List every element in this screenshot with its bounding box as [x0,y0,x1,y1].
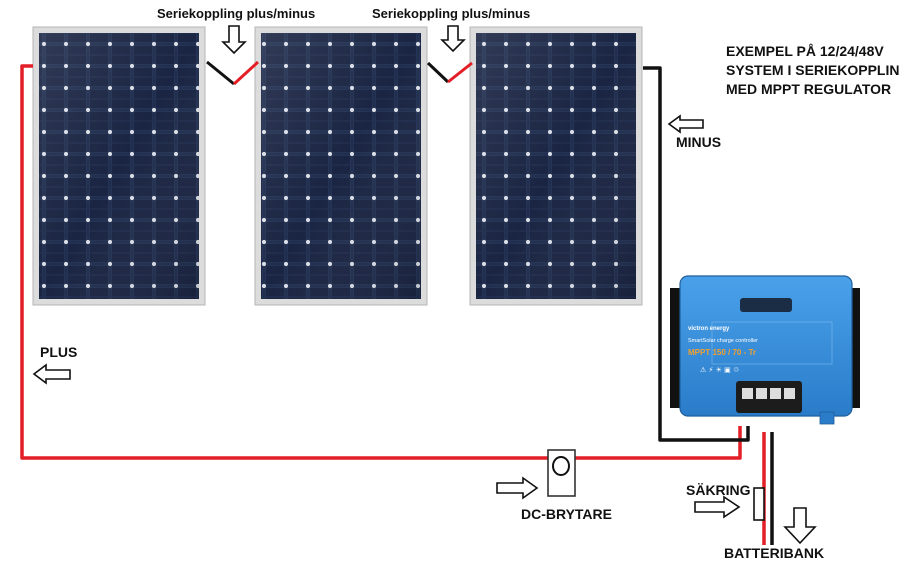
plus-wire [20,64,742,460]
solar-panel-1 [32,26,206,306]
series-connector-left [206,60,260,86]
title-line-1: EXEMPEL PÅ 12/24/48V [726,43,884,59]
fuse [753,487,765,521]
controller-subtitle-text: SmartSolar charge controller [688,338,758,344]
solar-panel-3 [469,26,643,306]
minus-label: MINUS [676,134,722,150]
diagram-title: EXEMPEL PÅ 12/24/48V SYSTEM I SERIEKOPPL… [726,42,900,99]
dc-switch [547,449,576,497]
series-label-right: Seriekoppling plus/minus [372,6,531,21]
fuse-label: SÄKRING [686,482,751,498]
minus-wire [643,66,750,442]
right-arrow-icon [694,495,741,519]
mppt-controller: victron energy SmartSolar charge control… [670,275,860,425]
down-arrow-icon [783,507,817,545]
controller-icons-text: ⚠ ⚡ ☀ ▣ ♲ [700,366,739,374]
battery-wires [762,432,774,545]
solar-panel-2 [254,26,428,306]
plus-label: PLUS [40,344,78,360]
right-arrow-icon [496,476,539,500]
controller-brand-text: victron energy [688,326,730,332]
title-line-3: MED MPPT REGULATOR [726,81,892,97]
series-label-left: Seriekoppling plus/minus [157,6,316,21]
series-connector-right [426,61,473,84]
down-arrow-icon [440,25,466,53]
left-arrow-icon [32,363,71,385]
title-line-2: SYSTEM I SERIEKOPPLING [726,62,900,78]
battery-label: BATTERIBANK [724,545,825,561]
down-arrow-icon [221,25,247,55]
dc-switch-label: DC-BRYTARE [521,506,612,522]
controller-model-text: MPPT 150 / 70 - Tr [688,348,756,357]
left-arrow-icon [667,114,704,134]
